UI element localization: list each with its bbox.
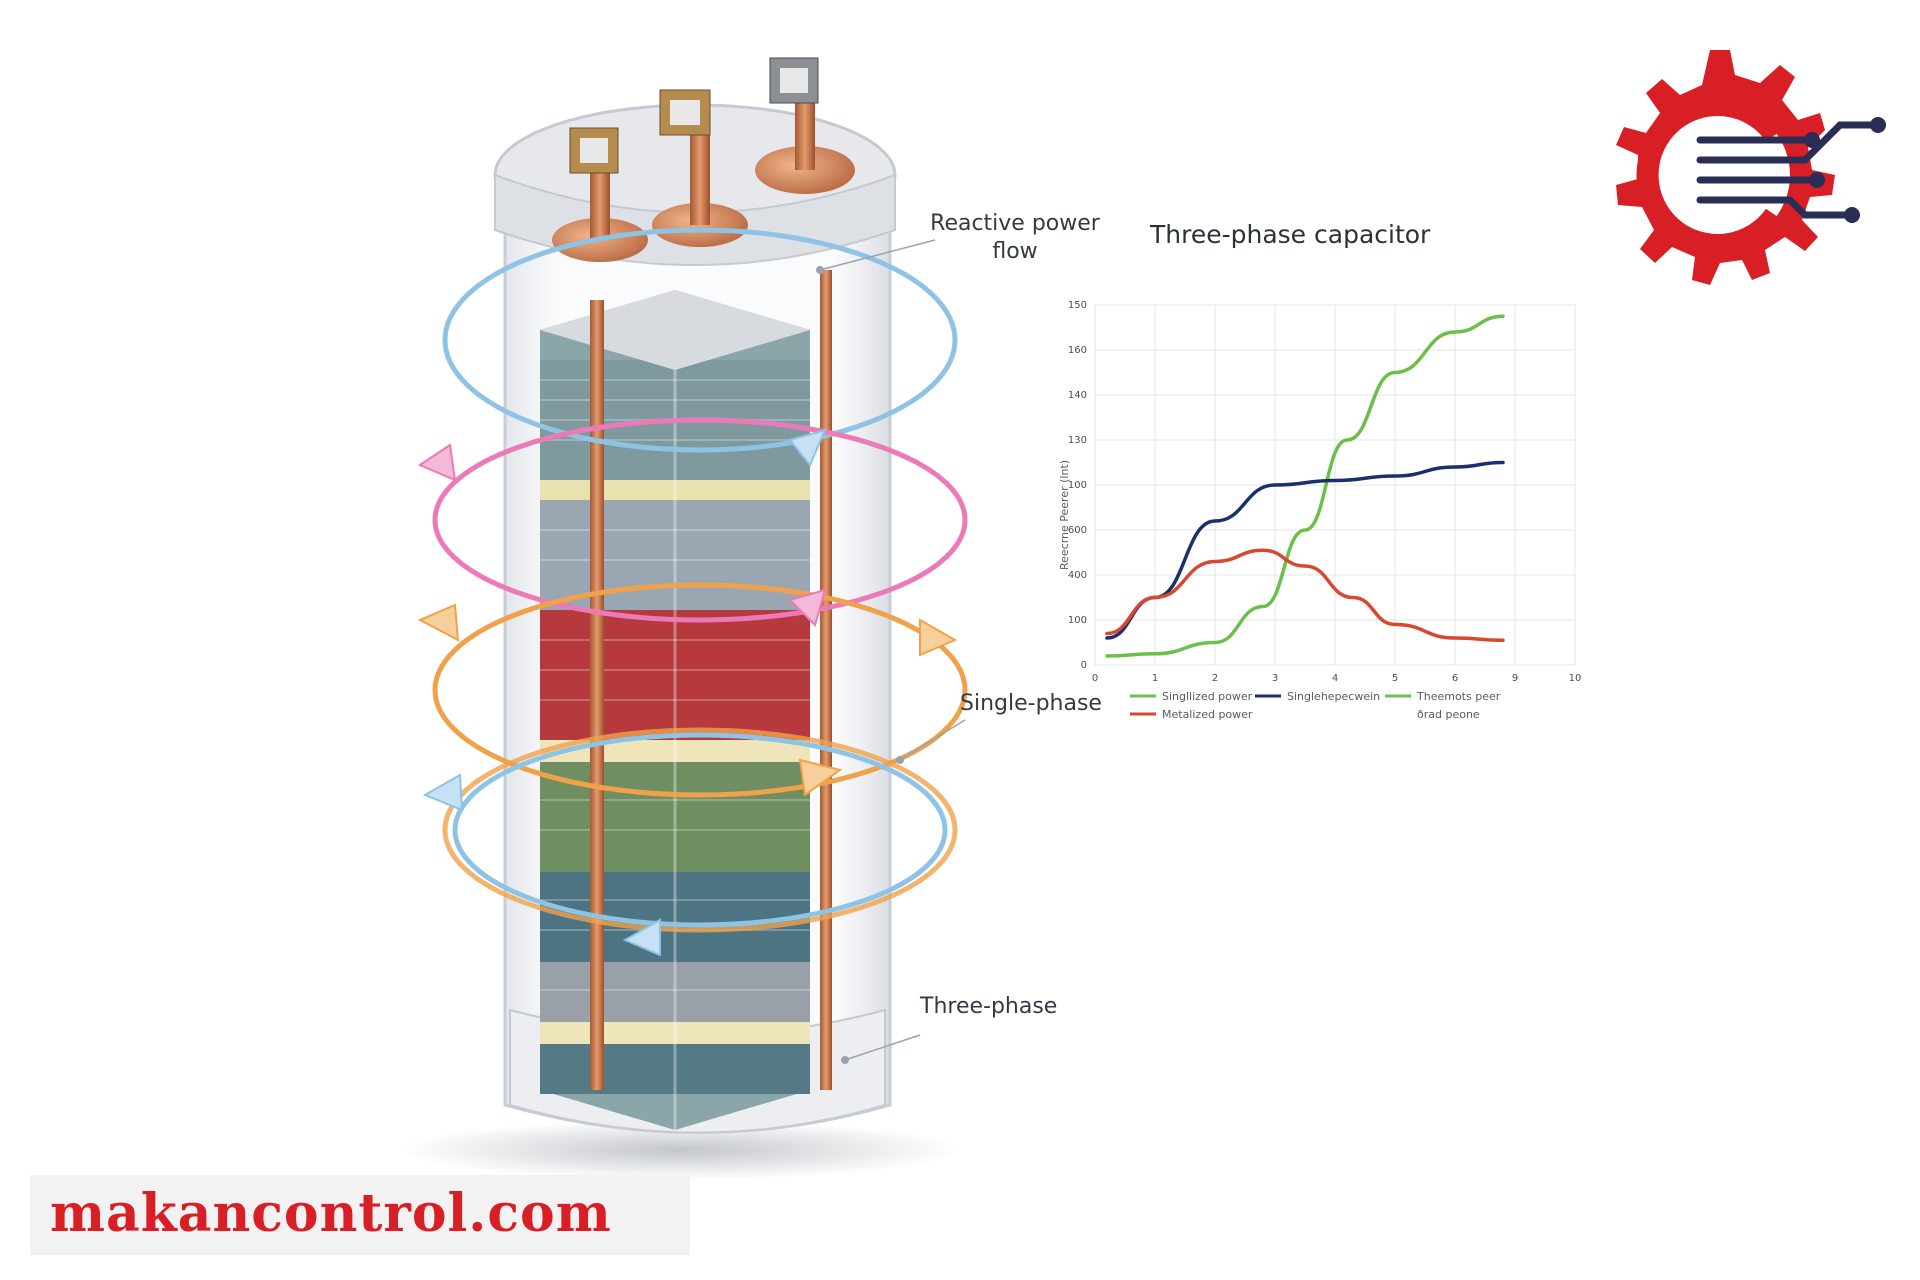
film-stack	[540, 290, 810, 1130]
y-tick-label: 150	[1068, 300, 1087, 311]
y-tick-label: 130	[1068, 435, 1087, 446]
callout-single-phase: Single-phase	[960, 691, 1102, 716]
legend-label: Theemots peer	[1416, 690, 1501, 703]
chart-grid	[1094, 304, 1576, 666]
floor-shadow	[400, 1120, 960, 1180]
x-tick-label: 9	[1512, 673, 1518, 684]
flow-ring-blue-top	[442, 227, 958, 453]
line-chart: 0 100 400 600 100 130 140 160 150 0 1 2 3 4 5 6 9 10 Ree…	[1058, 300, 1582, 721]
y-tick-label: 600	[1068, 525, 1087, 536]
chart-legend: Singllized power Singlehepecwein Theemots …	[1130, 690, 1501, 721]
y-tick-label: 400	[1068, 570, 1087, 581]
y-tick-label: 140	[1068, 390, 1087, 401]
y-tick-label: 160	[1068, 345, 1087, 356]
legend-label: ðrad peone	[1417, 708, 1480, 721]
x-tick-label: 3	[1272, 673, 1278, 684]
website-url[interactable]: makancontrol.com	[50, 1183, 612, 1244]
x-tick-label: 10	[1569, 673, 1582, 684]
y-tick-label: 100	[1068, 615, 1087, 626]
x-axis-ticks: 0 1 2 3 4 5 6 9 10	[1092, 673, 1582, 684]
flow-rings	[432, 227, 968, 933]
callout-three-phase: Three-phase	[920, 994, 1058, 1019]
gear-icon	[1616, 50, 1835, 285]
flow-ring-orange	[432, 582, 968, 798]
y-axis-label: Reecrne Peerer (lnt)	[1058, 460, 1071, 570]
company-logo	[1616, 50, 1886, 285]
x-tick-label: 6	[1452, 673, 1458, 684]
y-tick-label: 0	[1081, 660, 1087, 671]
capacitor-illustration	[400, 57, 968, 1180]
flow-ring-pink	[432, 417, 968, 623]
flow-arrows	[417, 428, 958, 957]
flow-ring-blue-bottom	[452, 732, 948, 928]
x-tick-label: 2	[1212, 673, 1218, 684]
copper-busbar-right	[820, 270, 832, 1090]
legend-label: Metalized power	[1162, 708, 1253, 721]
terminal-3	[755, 57, 855, 194]
x-tick-label: 5	[1392, 673, 1398, 684]
legend-label: Singlehepecwein	[1287, 690, 1380, 703]
legend-label: Singllized power	[1162, 690, 1253, 703]
brand-banner: makancontrol.com	[30, 1175, 690, 1255]
circuit-icon	[1696, 121, 1879, 219]
terminal-2	[652, 89, 748, 247]
series-line	[1105, 314, 1505, 658]
y-tick-label: 100	[1068, 480, 1087, 491]
x-tick-label: 4	[1332, 673, 1338, 684]
x-tick-label: 1	[1152, 673, 1158, 684]
callout-reactive-power-flow: Reactive power flow	[930, 211, 1100, 264]
chart-title: Three-phase capacitor	[1150, 220, 1431, 249]
copper-busbar-left	[590, 300, 604, 1090]
series-line	[1105, 548, 1505, 642]
y-axis-ticks: 0 100 400 600 100 130 140 160 150	[1068, 300, 1087, 671]
chart-series	[1105, 314, 1505, 658]
x-tick-label: 0	[1092, 673, 1098, 684]
